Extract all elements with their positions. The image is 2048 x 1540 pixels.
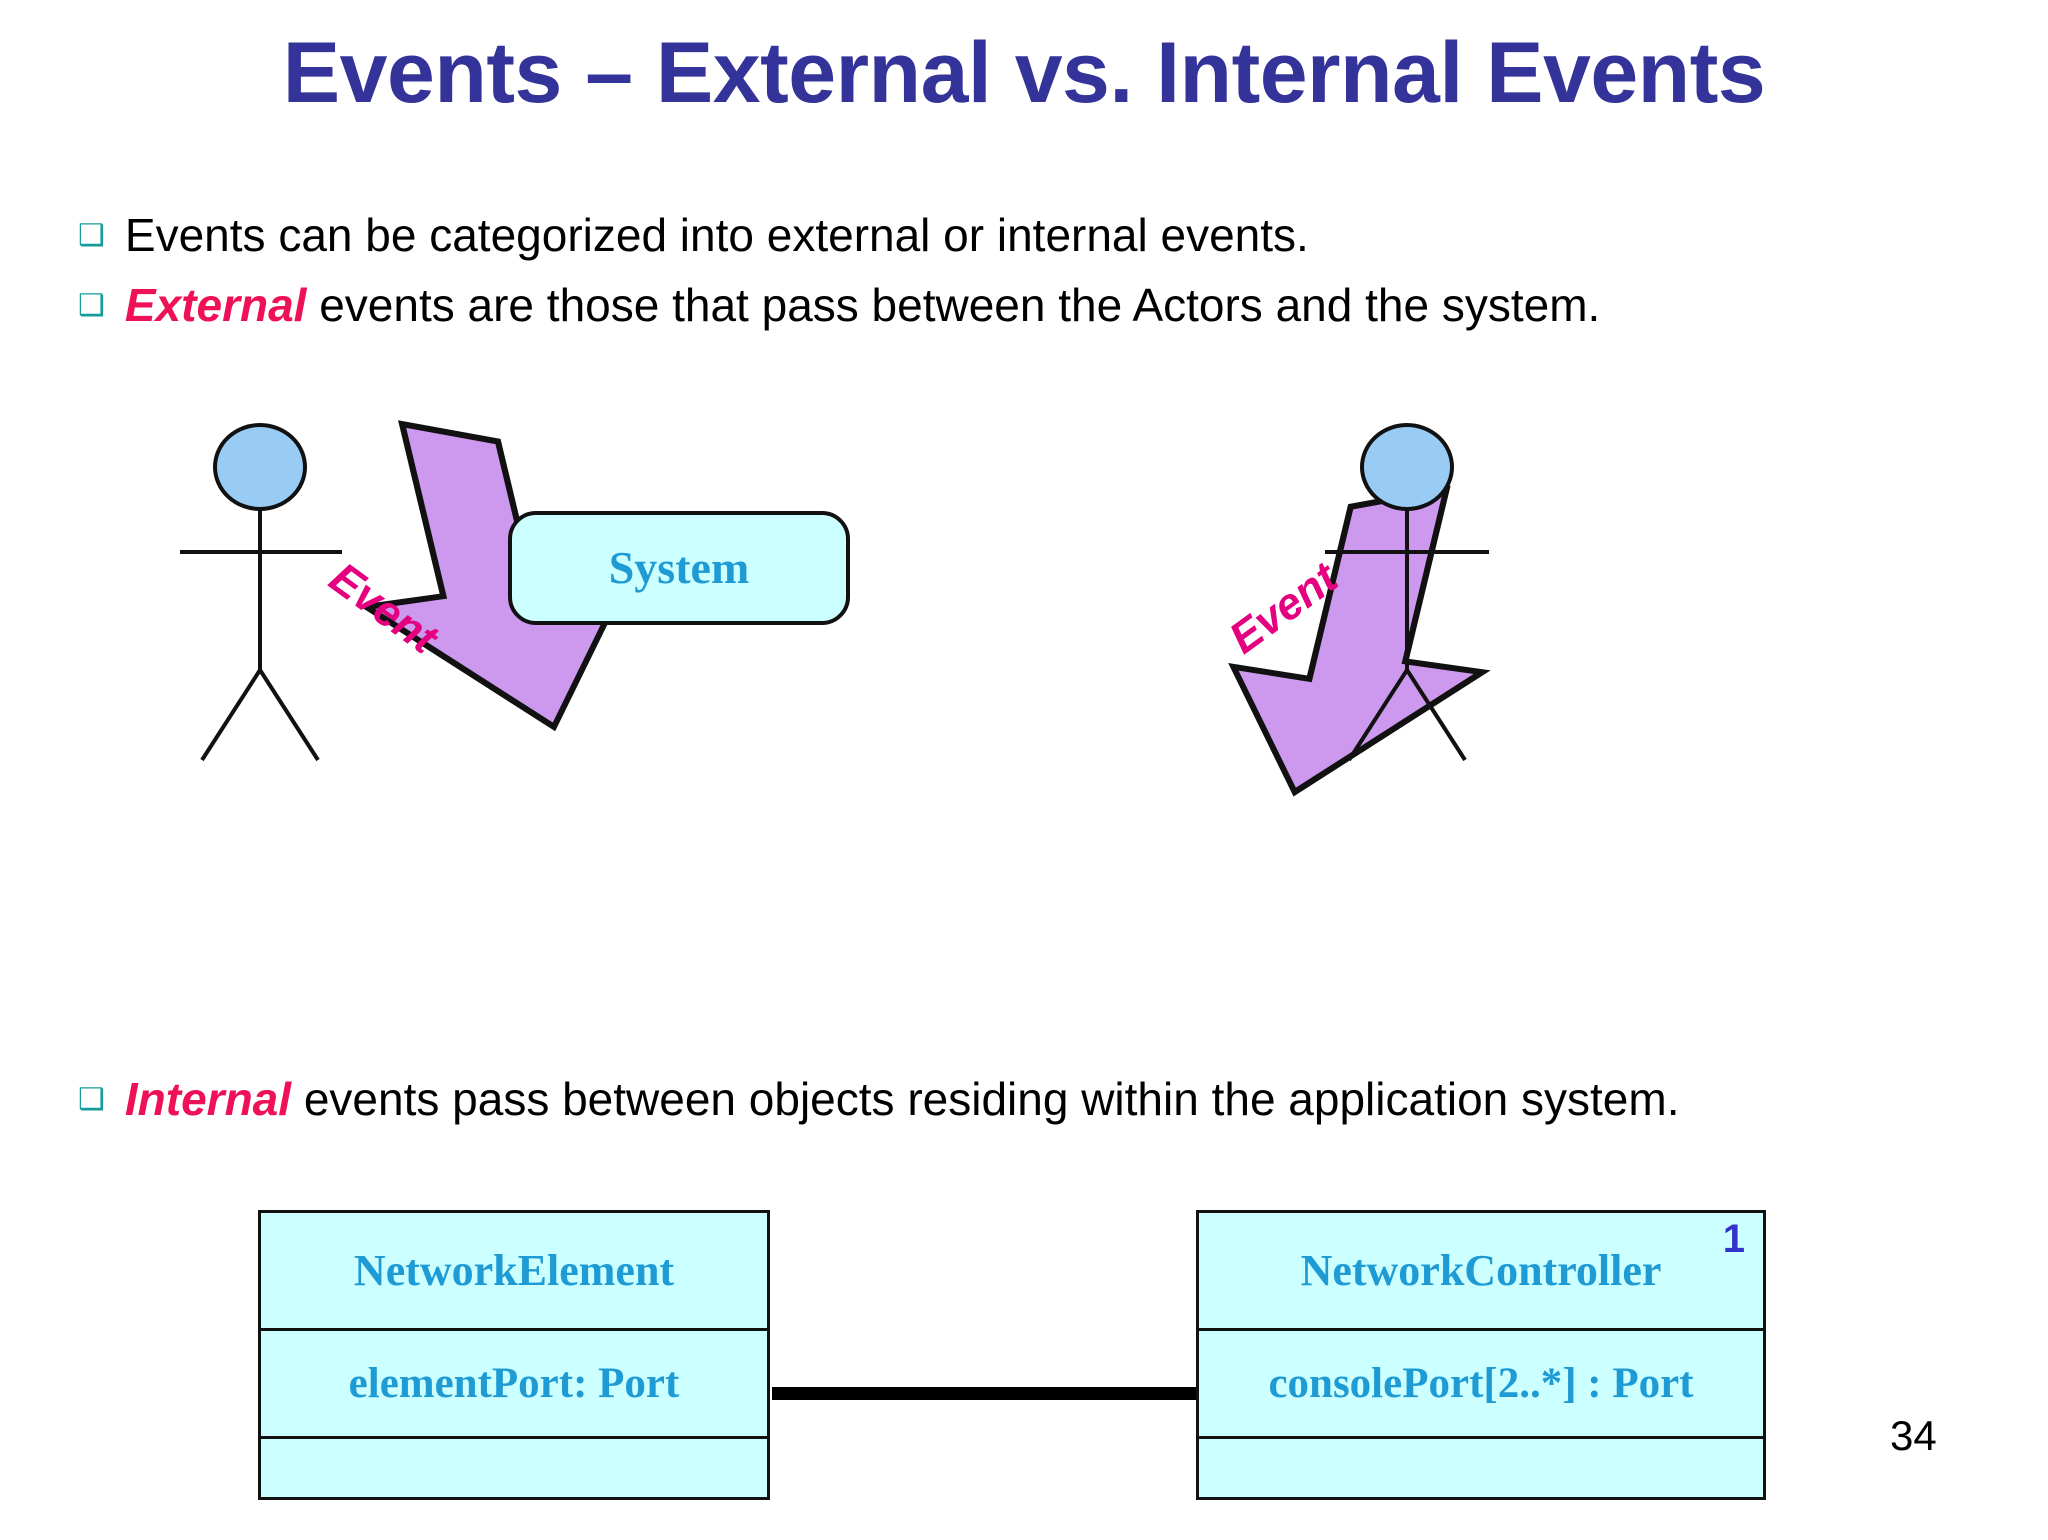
uml-class-name-compartment: NetworkElement [261, 1213, 767, 1331]
bullet-text: Events can be categorized into external … [124, 209, 1309, 261]
actor-head-icon [213, 423, 307, 511]
uml-class-attributes-compartment: consolePort[2..*] : Port [1199, 1331, 1763, 1439]
actor-left [180, 423, 342, 762]
bullet-text: Internal events pass between objects res… [125, 1072, 1680, 1126]
event-arrow-right-shape [1228, 485, 1491, 797]
uml-class-name: NetworkElement [353, 1246, 675, 1295]
actor-head-icon [1360, 423, 1454, 511]
association-multiplicity: 1 [1722, 1217, 1745, 1261]
bullet-square-icon: ❑ [78, 288, 105, 323]
uml-class-operations-compartment [1199, 1439, 1763, 1503]
uml-class-attribute: consolePort[2..*] : Port [1268, 1360, 1694, 1407]
bullet-text: External events are those that pass betw… [125, 278, 1600, 332]
bullet-square-icon: ❑ [78, 1082, 105, 1117]
uml-class-name: NetworkController [1300, 1246, 1662, 1295]
keyword-internal: Internal [124, 1073, 292, 1125]
uml-class-attributes-compartment: elementPort: Port [261, 1331, 767, 1439]
uml-class-network-element: NetworkElement elementPort: Port [258, 1210, 770, 1500]
bullet-square-icon: ❑ [78, 218, 105, 253]
actor-leg-right-line [1405, 668, 1467, 762]
actor-leg-left-line [1347, 668, 1409, 762]
bullet-item-external-internal: ❑ Events can be categorized into externa… [78, 208, 1309, 262]
system-box-shape [508, 511, 850, 625]
system-box: System [508, 511, 850, 625]
uml-association-line [772, 1387, 1196, 1400]
internal-events-class-diagram: NetworkElement elementPort: Port Network… [0, 1180, 2048, 1540]
bullet-item-external: ❑ External events are those that pass be… [78, 278, 1600, 332]
event-arrow-left-shape [357, 420, 621, 732]
page-title: Events – External vs. Internal Events [282, 25, 1766, 121]
uml-class-operations-compartment [261, 1439, 767, 1503]
actor-right [1325, 423, 1489, 762]
page-number: 34 [1890, 1412, 1937, 1459]
uml-class-network-controller: NetworkController 1 consolePort[2..*] : … [1196, 1210, 1766, 1500]
actor-leg-right-line [258, 668, 320, 762]
actor-leg-left-line [200, 668, 262, 762]
uml-class-attribute: elementPort: Port [348, 1360, 680, 1407]
uml-class-name-compartment: NetworkController 1 [1199, 1213, 1763, 1331]
external-events-diagram: Event System Event [180, 420, 1500, 850]
keyword-external: External [124, 279, 307, 331]
bullet-item-internal: ❑ Internal events pass between objects r… [78, 1072, 1680, 1126]
event-arrow-right: Event [1221, 485, 1491, 797]
bullet-text-rest: events are those that pass between the A… [306, 279, 1601, 331]
bullet-text-rest: events pass between objects residing wit… [291, 1073, 1680, 1125]
system-box-label: System [609, 542, 750, 593]
